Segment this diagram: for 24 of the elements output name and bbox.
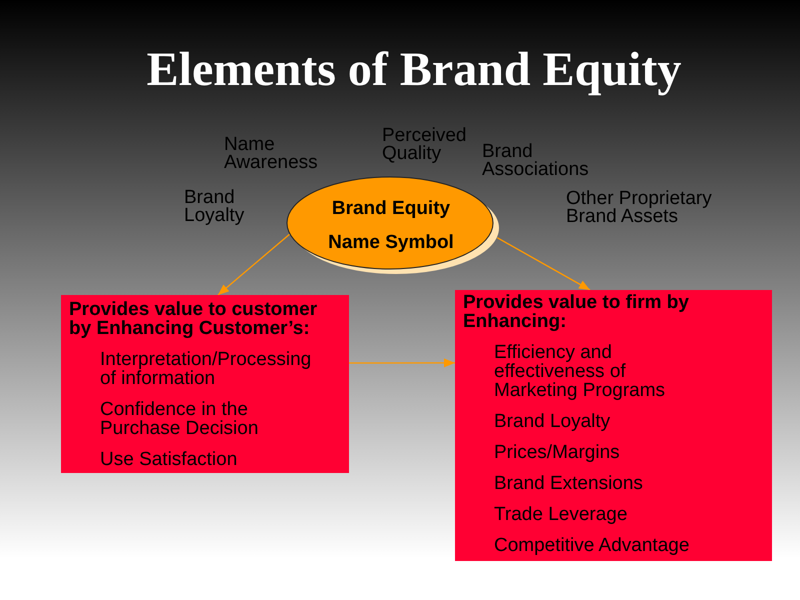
panel-heading: Provides value to firm by Enhancing: [463, 293, 690, 331]
component-label: Name Awareness [224, 136, 319, 172]
list-item: Brand Extensions [494, 474, 644, 493]
component-label: Brand Loyalty [184, 189, 246, 225]
panel-heading: Provides value to customer by Enhancing Customer’s: [69, 300, 318, 338]
arrow [218, 234, 290, 296]
list-item: Trade Leverage [494, 505, 628, 524]
text-panel [455, 290, 772, 561]
list-item: Prices/Margins [494, 443, 621, 462]
list-item: Confidence in the Purchase Decision [100, 400, 260, 438]
list-item: Brand Loyalty [494, 412, 612, 431]
slide-title: Elements of Brand Equity [146, 42, 682, 98]
list-item: Efficiency and effectiveness of Marketing Programs [494, 343, 666, 400]
oval-label: Name Symbol [328, 232, 454, 253]
oval-label: Brand Equity [332, 198, 450, 219]
list-item: Use Satisfaction [100, 450, 238, 469]
arrow [496, 237, 590, 291]
arrow [349, 358, 455, 368]
list-item: Interpretation/Processing of information [100, 350, 312, 388]
component-label: Other Proprietary Brand Assets [566, 190, 713, 226]
component-label: Brand Associations [482, 143, 590, 179]
text-panel [61, 295, 349, 473]
list-item: Competitive Advantage [494, 536, 690, 555]
component-label: Perceived Quality [382, 127, 468, 163]
